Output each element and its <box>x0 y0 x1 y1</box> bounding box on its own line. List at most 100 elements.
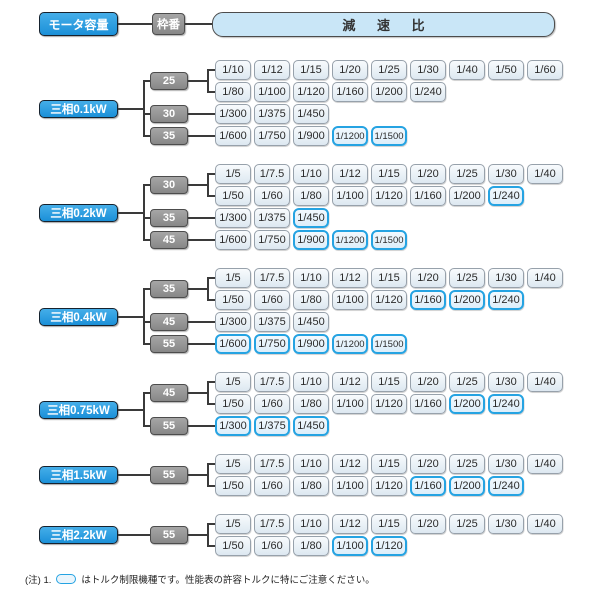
frame-number-box: 25 <box>150 72 188 90</box>
ratio-box: 1/7.5 <box>254 164 290 184</box>
connector-line <box>207 403 215 405</box>
ratio-box: 1/50 <box>215 290 251 310</box>
frame-number-box: 55 <box>150 335 188 353</box>
ratio-box: 1/40 <box>527 514 563 534</box>
ratio-box: 1/12 <box>332 268 368 288</box>
ratio-box: 1/900 <box>293 334 329 354</box>
motor-capacity-label: 三相1.5kW <box>39 466 118 484</box>
motor-capacity-header: モータ容量 <box>39 12 118 36</box>
connector-line <box>143 113 150 115</box>
ratio-box: 1/40 <box>449 60 485 80</box>
frame-number-box: 55 <box>150 417 188 435</box>
connector-line <box>207 381 215 383</box>
ratio-box: 1/50 <box>215 476 251 496</box>
ratio-box: 1/10 <box>293 514 329 534</box>
connector-line <box>143 239 150 241</box>
ratio-box: 1/120 <box>371 394 407 414</box>
connector-line <box>118 23 152 25</box>
ratio-box: 1/5 <box>215 514 251 534</box>
connector-line <box>188 474 209 476</box>
connector-line <box>118 211 145 214</box>
frame-number-box: 45 <box>150 384 188 402</box>
ratio-box: 1/7.5 <box>254 372 290 392</box>
ratio-box: 1/20 <box>410 164 446 184</box>
ratio-box: 1/15 <box>371 372 407 392</box>
ratio-box: 1/100 <box>332 536 368 556</box>
ratio-box: 1/200 <box>449 290 485 310</box>
ratio-box: 1/15 <box>371 164 407 184</box>
connector-line <box>188 217 215 219</box>
connector-line <box>188 113 215 115</box>
motor-capacity-label: 三相2.2kW <box>39 526 118 544</box>
footnote-text: はトルク制限機種です。性能表の許容トルクに特にご注意ください。 <box>81 575 375 586</box>
ratio-box: 1/40 <box>527 372 563 392</box>
ratio-box: 1/25 <box>449 372 485 392</box>
ratio-box: 1/375 <box>254 416 290 436</box>
ratio-box: 1/25 <box>449 164 485 184</box>
connector-line <box>143 80 145 137</box>
ratio-box: 1/80 <box>293 290 329 310</box>
ratio-box: 1/300 <box>215 208 251 228</box>
motor-capacity-label: 三相0.1kW <box>39 100 118 118</box>
connector-line <box>207 69 209 93</box>
ratio-box: 1/80 <box>293 394 329 414</box>
connector-line <box>207 277 209 301</box>
ratio-box: 1/200 <box>371 82 407 102</box>
connector-line <box>118 315 145 318</box>
connector-line <box>143 392 150 394</box>
ratio-box: 1/750 <box>254 126 290 146</box>
ratio-box: 1/20 <box>410 372 446 392</box>
ratio-box: 1/30 <box>488 268 524 288</box>
frame-number-box: 35 <box>150 209 188 227</box>
motor-capacity-label: 三相0.75kW <box>39 401 118 419</box>
ratio-box: 1/12 <box>332 514 368 534</box>
ratio-box: 1/30 <box>488 164 524 184</box>
ratio-box: 1/80 <box>293 186 329 206</box>
frame-number-box: 55 <box>150 466 188 484</box>
ratio-box: 1/300 <box>215 104 251 124</box>
ratio-box: 1/12 <box>254 60 290 80</box>
ratio-box: 1/1500 <box>371 334 407 354</box>
frame-number-box: 55 <box>150 526 188 544</box>
frame-number-box: 35 <box>150 280 188 298</box>
ratio-box: 1/100 <box>254 82 290 102</box>
ratio-box: 1/5 <box>215 454 251 474</box>
ratio-box: 1/60 <box>254 186 290 206</box>
ratio-box: 1/30 <box>488 372 524 392</box>
ratio-box: 1/1500 <box>371 230 407 250</box>
ratio-box: 1/450 <box>293 104 329 124</box>
ratio-box: 1/80 <box>293 536 329 556</box>
connector-line <box>143 288 145 345</box>
ratio-box: 1/1200 <box>332 126 368 146</box>
ratio-box: 1/40 <box>527 454 563 474</box>
connector-line <box>207 195 215 197</box>
ratio-box: 1/15 <box>293 60 329 80</box>
ratio-box: 1/375 <box>254 208 290 228</box>
ratio-box: 1/300 <box>215 416 251 436</box>
connector-line <box>118 408 145 411</box>
connector-line <box>143 135 150 137</box>
ratio-box: 1/20 <box>410 514 446 534</box>
frame-number-box: 45 <box>150 231 188 249</box>
connector-line <box>143 184 150 186</box>
ratio-box: 1/240 <box>488 290 524 310</box>
ratio-box: 1/900 <box>293 126 329 146</box>
ratio-box: 1/25 <box>371 60 407 80</box>
ratio-box: 1/15 <box>371 454 407 474</box>
ratio-box: 1/900 <box>293 230 329 250</box>
ratio-box: 1/120 <box>293 82 329 102</box>
connector-line <box>143 392 145 427</box>
ratio-box: 1/5 <box>215 268 251 288</box>
frame-number-box: 35 <box>150 127 188 145</box>
ratio-box: 1/450 <box>293 416 329 436</box>
ratio-box: 1/15 <box>371 268 407 288</box>
ratio-box: 1/160 <box>332 82 368 102</box>
ratio-box: 1/15 <box>371 514 407 534</box>
ratio-box: 1/10 <box>293 268 329 288</box>
frame-number-box: 30 <box>150 105 188 123</box>
ratio-box: 1/100 <box>332 394 368 414</box>
connector-line <box>118 474 150 476</box>
ratio-box: 1/160 <box>410 186 446 206</box>
ratio-box: 1/120 <box>371 290 407 310</box>
connector-line <box>188 534 209 536</box>
